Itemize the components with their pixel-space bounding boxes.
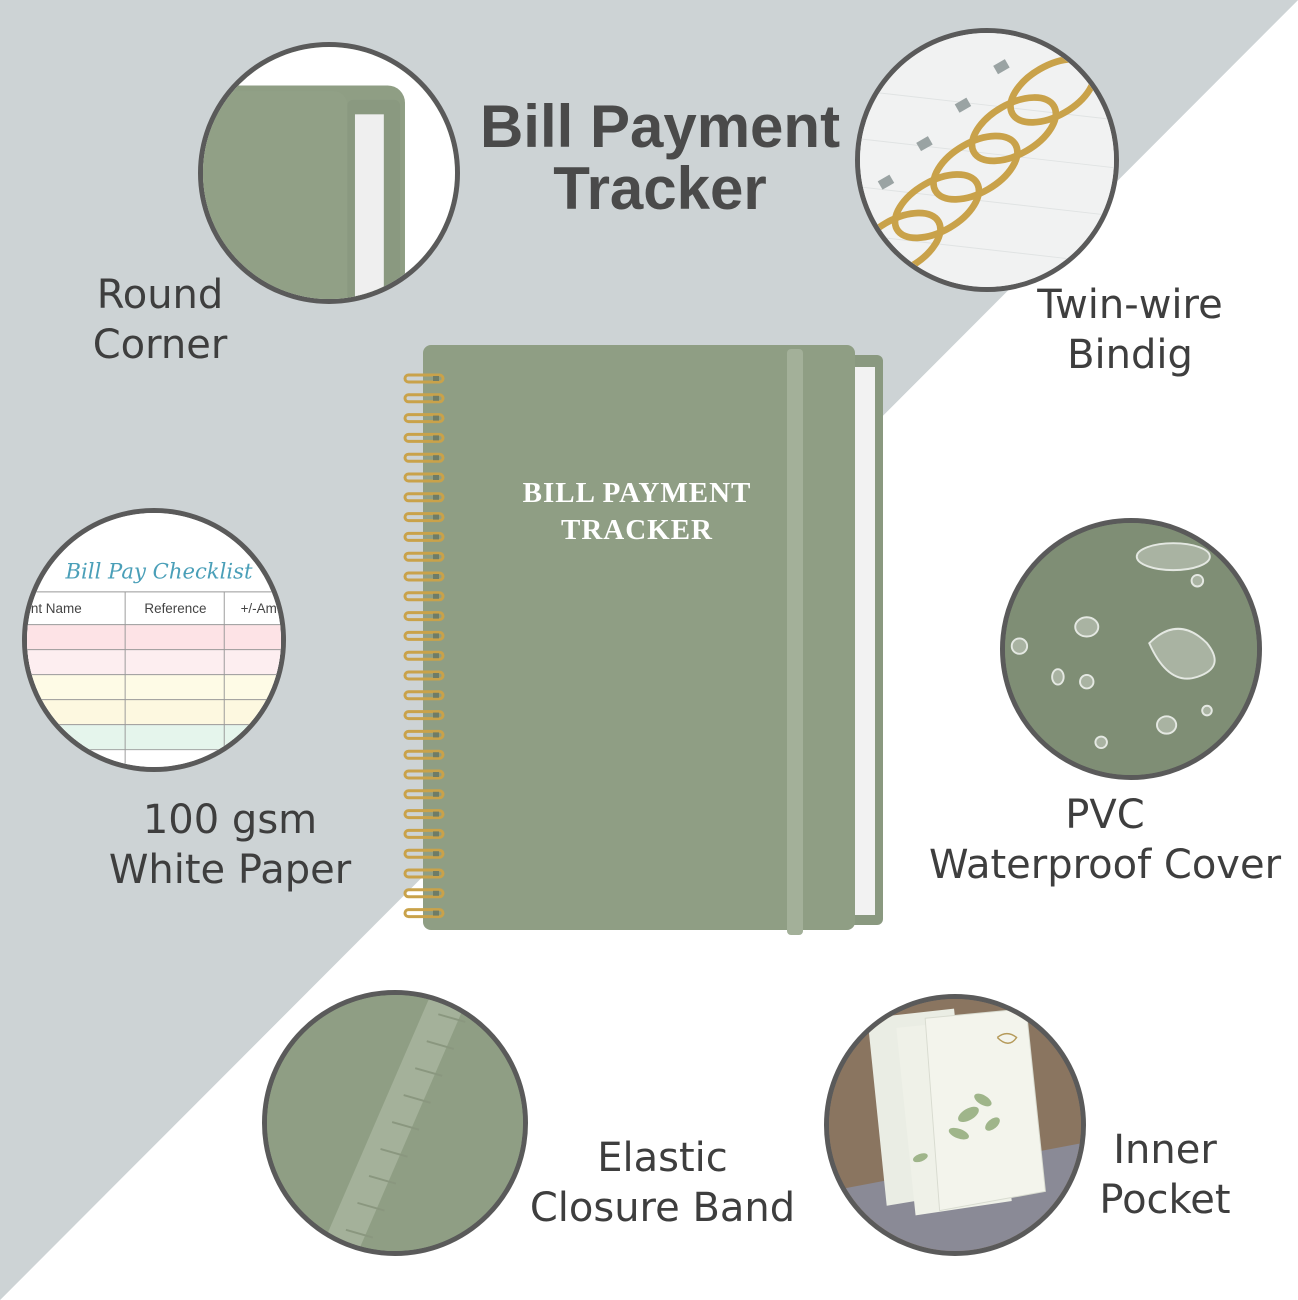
- checklist-col-name: nt Name: [31, 601, 82, 616]
- spiral-ring: [403, 373, 445, 384]
- spiral-binding: [403, 373, 445, 919]
- spiral-ring: [403, 868, 445, 879]
- spiral-hole: [433, 514, 439, 520]
- spiral-ring: [403, 769, 445, 780]
- spiral-ring: [403, 809, 445, 820]
- spiral-hole: [433, 494, 439, 500]
- page-title-line2: Tracker: [553, 155, 767, 222]
- spiral-ring: [403, 630, 445, 641]
- round-corner-image: [203, 47, 455, 299]
- page-title-line1: Bill Payment: [479, 93, 841, 160]
- inner-pocket-image: [829, 999, 1081, 1251]
- feature-label-elastic: Elastic Closure Band: [529, 1135, 796, 1231]
- spiral-ring: [403, 531, 445, 542]
- twin-wire-image: [860, 33, 1114, 287]
- spiral-hole: [433, 593, 439, 599]
- feature-label-waterproof: PVC Waterproof Cover: [928, 792, 1282, 888]
- spiral-hole: [433, 692, 439, 698]
- spiral-hole: [433, 455, 439, 461]
- notebook-elastic-band: [787, 349, 803, 935]
- waterproof-image: [1005, 523, 1257, 775]
- spiral-hole: [433, 475, 439, 480]
- spiral-ring: [403, 432, 445, 443]
- spiral-hole: [433, 613, 439, 619]
- spiral-ring: [403, 710, 445, 721]
- spiral-hole: [433, 772, 439, 777]
- spiral-ring: [403, 690, 445, 701]
- spiral-hole: [433, 633, 439, 639]
- spiral-ring: [403, 591, 445, 602]
- spiral-hole: [433, 910, 439, 916]
- spiral-hole: [433, 673, 439, 678]
- spiral-ring: [403, 789, 445, 800]
- cover-title-line1: BILL PAYMENT: [523, 477, 752, 509]
- spiral-ring: [403, 888, 445, 899]
- spiral-hole: [433, 811, 439, 817]
- spiral-hole: [433, 791, 439, 797]
- spiral-ring: [403, 729, 445, 740]
- page-title: Bill Payment Tracker: [440, 96, 880, 220]
- spiral-ring: [403, 670, 445, 681]
- spiral-ring: [403, 512, 445, 523]
- notebook-product: BILL PAYMENT TRACKER: [403, 345, 883, 935]
- elastic-band-image: [267, 995, 523, 1251]
- spiral-hole: [433, 752, 439, 758]
- spiral-hole: [433, 376, 439, 381]
- spiral-hole: [433, 653, 439, 659]
- spiral-ring: [403, 571, 445, 582]
- checklist-col-amount: +/-Am: [241, 601, 277, 616]
- elastic-band-circle: [262, 990, 528, 1256]
- inner-pocket-circle: [824, 994, 1086, 1256]
- checklist-col-reference: Reference: [144, 601, 206, 616]
- paper-circle: Bill Pay Checklist nt Name Reference +/-…: [22, 508, 286, 772]
- feature-label-round-corner: Round Corner: [92, 272, 228, 368]
- paper-image: Bill Pay Checklist nt Name Reference +/-…: [27, 513, 281, 767]
- spiral-hole: [433, 851, 439, 857]
- spiral-hole: [433, 732, 439, 738]
- spiral-hole: [433, 574, 439, 579]
- spiral-ring: [403, 908, 445, 919]
- notebook-front-cover: [423, 345, 855, 930]
- checklist-title: Bill Pay Checklist: [64, 558, 253, 583]
- spiral-hole: [433, 415, 439, 421]
- spiral-hole: [433, 435, 439, 441]
- spiral-ring: [403, 551, 445, 562]
- spiral-ring: [403, 413, 445, 424]
- feature-label-twin-wire: Twin-wire Bindig: [1037, 282, 1223, 378]
- spiral-ring: [403, 650, 445, 661]
- spiral-ring: [403, 749, 445, 760]
- spiral-ring: [403, 452, 445, 463]
- twin-wire-circle: [855, 28, 1119, 292]
- spiral-hole: [433, 831, 439, 837]
- spiral-hole: [433, 871, 439, 876]
- spiral-ring: [403, 393, 445, 404]
- feature-label-paper: 100 gsm White Paper: [108, 797, 352, 893]
- feature-label-inner-pocket: Inner Pocket: [1099, 1127, 1231, 1223]
- spiral-ring: [403, 848, 445, 859]
- waterproof-circle: [1000, 518, 1262, 780]
- spiral-ring: [403, 828, 445, 839]
- cover-title-line2: TRACKER: [561, 514, 713, 546]
- spiral-hole: [433, 712, 439, 718]
- spiral-ring: [403, 611, 445, 622]
- spiral-hole: [433, 395, 439, 401]
- spiral-ring: [403, 492, 445, 503]
- spiral-hole: [433, 534, 439, 540]
- spiral-ring: [403, 472, 445, 483]
- spiral-hole: [433, 890, 439, 896]
- round-corner-circle: [198, 42, 460, 304]
- spiral-hole: [433, 554, 439, 560]
